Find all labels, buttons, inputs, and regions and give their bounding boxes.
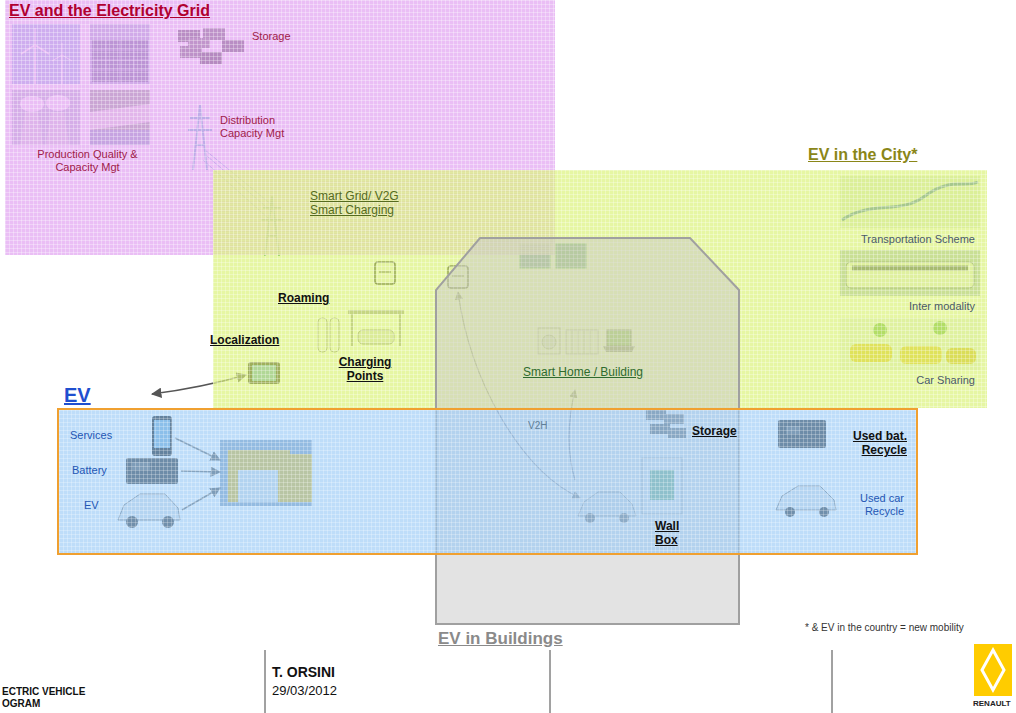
item-label: Storage: [252, 30, 291, 43]
topic-label: Smart Home / Building: [523, 366, 643, 380]
topic-label: Smart Grid/ V2G Smart Charging: [310, 190, 410, 218]
region-heading: EV in the City*: [808, 146, 917, 164]
picture-caption: Inter modality: [835, 300, 975, 313]
region-heading: EV and the Electricity Grid: [9, 2, 210, 20]
footer-divider: [265, 650, 832, 713]
region-heading: EV: [64, 384, 91, 407]
item-label: Used car Recycle: [842, 492, 904, 517]
topic-label: Wall Box: [655, 520, 697, 548]
topic-label: Roaming: [278, 292, 329, 306]
topic-label: Localization: [210, 334, 279, 348]
item-label: Production Quality & Capacity Mgt: [20, 148, 155, 173]
item-label: EV: [84, 499, 99, 512]
item-label: Battery: [72, 464, 107, 477]
renault-logo: [974, 644, 1012, 696]
renault-logo: [974, 644, 1012, 696]
ev-band: EVServicesBatteryEVStorageUsed bat. Recy…: [57, 408, 918, 555]
item-label: V2H: [528, 420, 547, 432]
region-heading: EV in Buildings: [438, 629, 563, 649]
topic-label: Charging Points: [333, 356, 397, 384]
date-text: 29/03/2012: [272, 684, 337, 699]
topic-label: Used bat. Recycle: [833, 430, 907, 458]
footer-text: OGRAM: [2, 698, 40, 710]
footnote: * & EV in the country = new mobility: [805, 622, 964, 634]
item-label: Services: [70, 429, 112, 442]
footer-text: ECTRIC VEHICLE: [2, 686, 85, 698]
logo-text: RENAULT: [973, 699, 1011, 708]
item-label: Distribution Capacity Mgt: [220, 114, 300, 139]
author-name: T. ORSINI: [272, 664, 335, 680]
picture-caption: Car Sharing: [835, 374, 975, 387]
footer-divider: [265, 650, 832, 713]
picture-caption: Transportation Scheme: [835, 233, 975, 246]
renault-logo: [982, 650, 1004, 690]
topic-label: Storage: [692, 425, 737, 439]
